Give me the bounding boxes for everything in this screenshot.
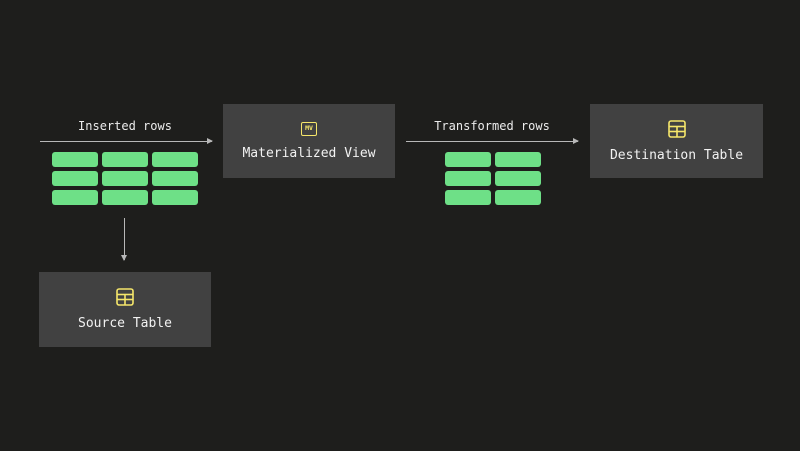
mv-icon: MV xyxy=(301,121,317,136)
source-table-title: Source Table xyxy=(78,316,172,331)
row-block xyxy=(495,190,541,205)
row-block xyxy=(52,171,98,186)
source-table-node[interactable]: Source Table xyxy=(39,272,211,347)
table-icon xyxy=(116,288,134,306)
arrow-to-destination-table xyxy=(406,138,579,144)
row-block xyxy=(52,190,98,205)
row-block xyxy=(495,152,541,167)
row-block xyxy=(152,152,198,167)
row-block xyxy=(102,190,148,205)
arrow-to-materialized-view xyxy=(40,138,213,144)
row-block xyxy=(445,190,491,205)
row-block xyxy=(152,190,198,205)
destination-table-node[interactable]: Destination Table xyxy=(590,104,763,178)
materialized-view-node[interactable]: MV Materialized View xyxy=(223,104,395,178)
row-block xyxy=(102,152,148,167)
arrow-to-source-table xyxy=(121,218,127,261)
inserted-rows-grid xyxy=(52,152,198,205)
destination-table-title: Destination Table xyxy=(609,147,744,163)
row-block xyxy=(495,171,541,186)
materialized-view-title: Materialized View xyxy=(242,145,376,161)
row-block xyxy=(445,171,491,186)
row-block xyxy=(152,171,198,186)
transformed-rows-label: Transformed rows xyxy=(434,119,550,133)
row-block xyxy=(102,171,148,186)
transformed-rows-grid xyxy=(445,152,541,205)
row-block xyxy=(52,152,98,167)
table-icon xyxy=(667,119,686,138)
inserted-rows-label: Inserted rows xyxy=(78,119,172,133)
row-block xyxy=(445,152,491,167)
